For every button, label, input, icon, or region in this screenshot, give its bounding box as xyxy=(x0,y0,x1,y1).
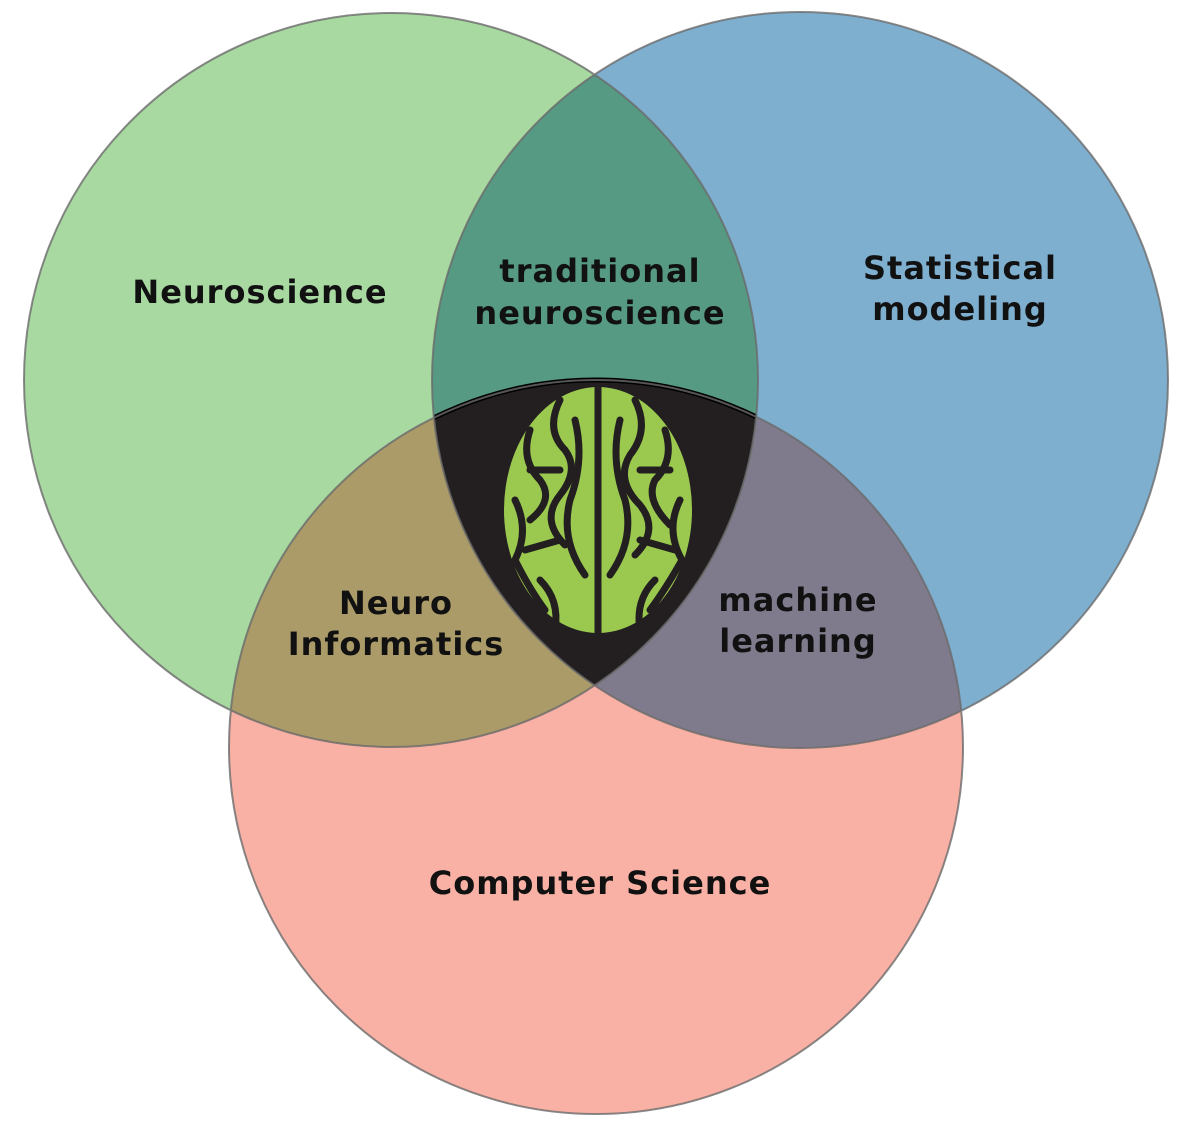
statistical-modeling-label-line1: Statistical xyxy=(863,249,1057,287)
circle-outlines xyxy=(23,11,1169,1115)
neuroinformatics-label-line1: Neuro xyxy=(339,584,453,622)
traditional-neuroscience-label-line1: traditional xyxy=(499,252,700,290)
statistical-modeling-label-line2: modeling xyxy=(872,290,1048,328)
machine-learning-label-line1: machine xyxy=(718,581,877,619)
neuroinformatics-label-line2: Informatics xyxy=(288,625,505,663)
neuroscience-label: Neuroscience xyxy=(132,273,387,311)
neuroinformatics-region xyxy=(229,380,758,747)
brain-icon xyxy=(504,385,692,635)
traditional-neuroscience-label-line2: neuroscience xyxy=(474,294,725,332)
computer-science-label: Computer Science xyxy=(429,864,772,902)
machine-learning-label-line2: learning xyxy=(719,622,876,660)
